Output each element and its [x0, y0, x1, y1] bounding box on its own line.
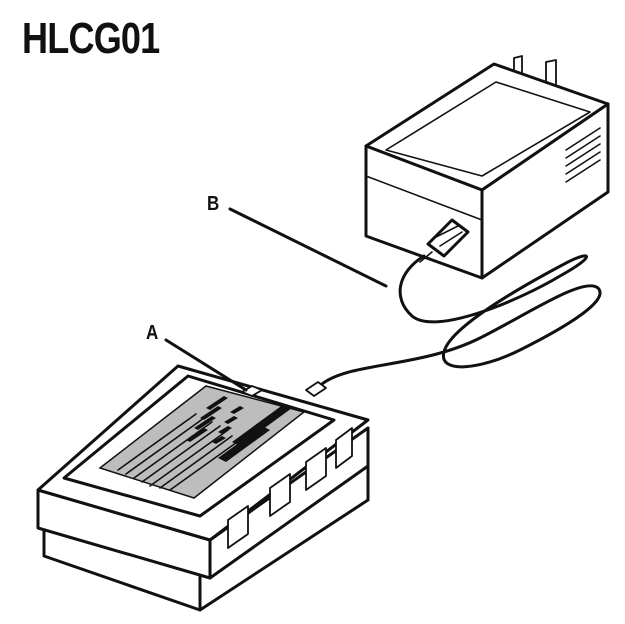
battery-slot-grooves [209, 427, 353, 579]
adapter-vents [565, 127, 601, 183]
model-title: HLCG01 [22, 14, 160, 63]
power-cord-illustration [309, 254, 602, 393]
label-graphics [117, 396, 292, 491]
adapter-side-face [480, 102, 610, 280]
charger-label-panel [98, 385, 306, 499]
base-cord-exit [305, 381, 327, 397]
leader-line-b [228, 207, 388, 288]
wall-adapter-illustration [364, 55, 610, 280]
callout-label-a: A [146, 322, 159, 344]
charge-indicator-light [241, 385, 263, 397]
callout-label-b: B [207, 193, 220, 215]
leader-line-a [164, 338, 248, 392]
charger-base-illustration [36, 364, 370, 612]
adapter-cord-boot [419, 218, 470, 263]
